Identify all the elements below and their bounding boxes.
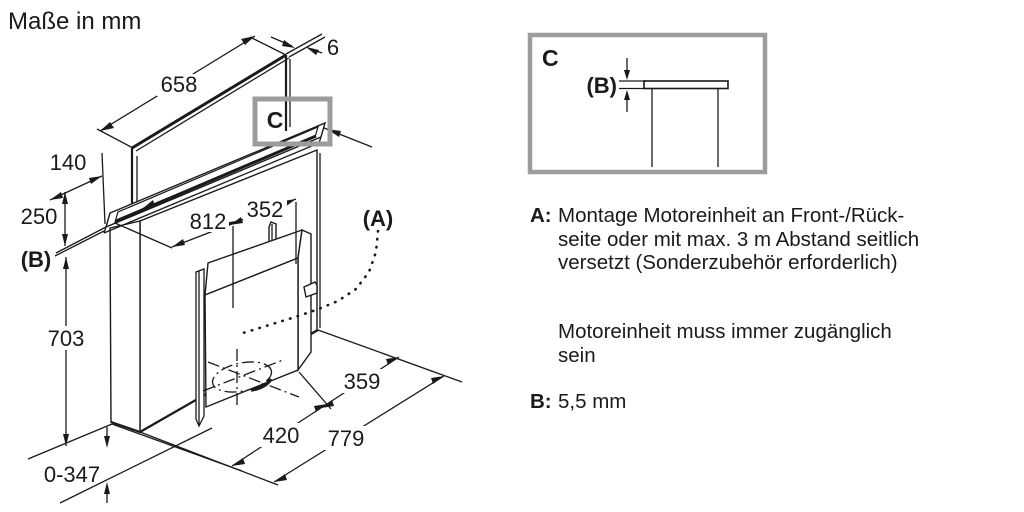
dim-658-label: 658	[161, 72, 198, 97]
dim-250-label: 250	[21, 204, 58, 229]
detail-B-ref-label: (B)	[586, 73, 617, 98]
detail-view-c: C (B)	[527, 32, 768, 175]
dim-B-ref-label: (B)	[21, 247, 52, 272]
detail-box-c-label: C	[542, 45, 559, 71]
note-a-line1: Montage Motoreinheit an Front-/Rück-	[558, 204, 905, 227]
dim-140-label: 140	[50, 150, 87, 175]
detail-c-highlight-box	[252, 96, 333, 147]
note-a-text: Montage Motoreinheit an Front-/Rück- sei…	[558, 204, 919, 275]
note-b-value: 5,5 mm	[558, 390, 627, 413]
dim-359-label: 359	[344, 369, 381, 394]
note-a-line2: seite oder mit max. 3 m Abstand seitlich	[558, 227, 920, 251]
note-a2-line1: Motoreinheit muss immer zugänglich	[558, 320, 892, 343]
motor-leader-dotted-line	[241, 229, 380, 335]
note-a-line3: versetzt (Sonderzubehör erforderlich)	[558, 251, 898, 274]
detail-c-ref-label: C	[267, 107, 284, 133]
dim-420-label: 420	[263, 423, 300, 448]
glass-panel	[130, 53, 291, 212]
dim-812-label: 812	[190, 209, 227, 234]
note-b: B: 5,5 mm	[530, 390, 1000, 414]
dim-A-ref-label: (A)	[363, 206, 394, 231]
note-a-continued: Motoreinheit muss immer zugänglich sein	[530, 320, 1024, 367]
guide-rail	[195, 268, 205, 428]
dim-703-label: 703	[48, 326, 85, 351]
note-a-label: A:	[530, 204, 552, 227]
page-title: Maße in mm	[8, 8, 142, 35]
note-a2-line2: sein	[558, 343, 596, 367]
dim-0-347-label: 0-347	[44, 462, 100, 487]
motor-unit	[204, 221, 318, 409]
air-outlet-marking	[202, 349, 300, 406]
dim-779-label: 779	[328, 426, 365, 451]
dim-6-label: 6	[327, 35, 339, 60]
cable-gland	[303, 281, 318, 298]
dim-352-label: 352	[247, 197, 284, 222]
panel-top-plate	[643, 80, 729, 90]
note-a: A: Montage Motoreinheit an Front-/Rück- …	[530, 204, 1000, 275]
note-b-label: B:	[530, 390, 552, 413]
